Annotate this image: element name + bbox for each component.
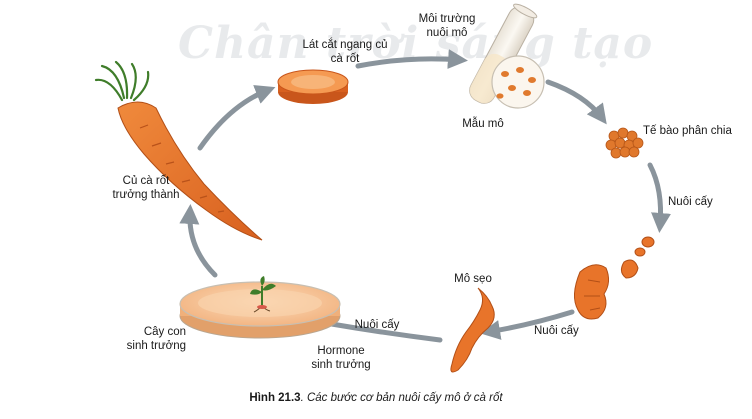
caption-text: . Các bước cơ bản nuôi cấy mô ở cà rốt [300, 392, 503, 404]
dividing-cells-illustration [605, 127, 644, 159]
mature-carrot-illustration [94, 60, 263, 241]
label-growth-hormone: Hormone sinh trưởng [311, 345, 371, 371]
caption-number: Hình 21.3 [249, 392, 301, 404]
label-dividing-cells: Tế bào phân chia [643, 125, 732, 137]
arrow-culture-to-callus [480, 309, 575, 340]
label-culture-bottom-left: Nuôi cấy [354, 319, 400, 331]
label-mature-carrot: Củ cà rốt trưởng thành [112, 175, 180, 201]
arrow-seedling-to-carrot [179, 204, 218, 278]
label-culture-bottom-right: Nuôi cấy [534, 325, 579, 337]
arrow-sample-to-dividing [545, 79, 607, 125]
carrot-slice-illustration [277, 69, 349, 104]
petri-dish-seedling-illustration [179, 276, 341, 339]
arrow-slice-to-medium [355, 49, 468, 70]
arrow-dividing-to-culture [647, 162, 671, 233]
label-callus: Mô sẹo [454, 273, 492, 285]
label-culture-right: Nuôi cấy [668, 196, 713, 208]
arrow-carrot-to-slice [197, 85, 276, 151]
culture-medium-tube-illustration [469, 3, 545, 109]
cell-cluster-illustration [574, 236, 655, 320]
callus-illustration [450, 287, 495, 373]
figure-caption: Hình 21.3. Các bước cơ bản nuôi cấy mô ở… [0, 392, 752, 404]
label-culture-medium: Môi trường nuôi mô [418, 13, 476, 39]
label-seedling: Cây con sinh trưởng [126, 326, 186, 352]
label-tissue-sample: Mẫu mô [462, 118, 504, 130]
label-carrot-slice: Lát cắt ngang củ cà rốt [302, 39, 388, 65]
